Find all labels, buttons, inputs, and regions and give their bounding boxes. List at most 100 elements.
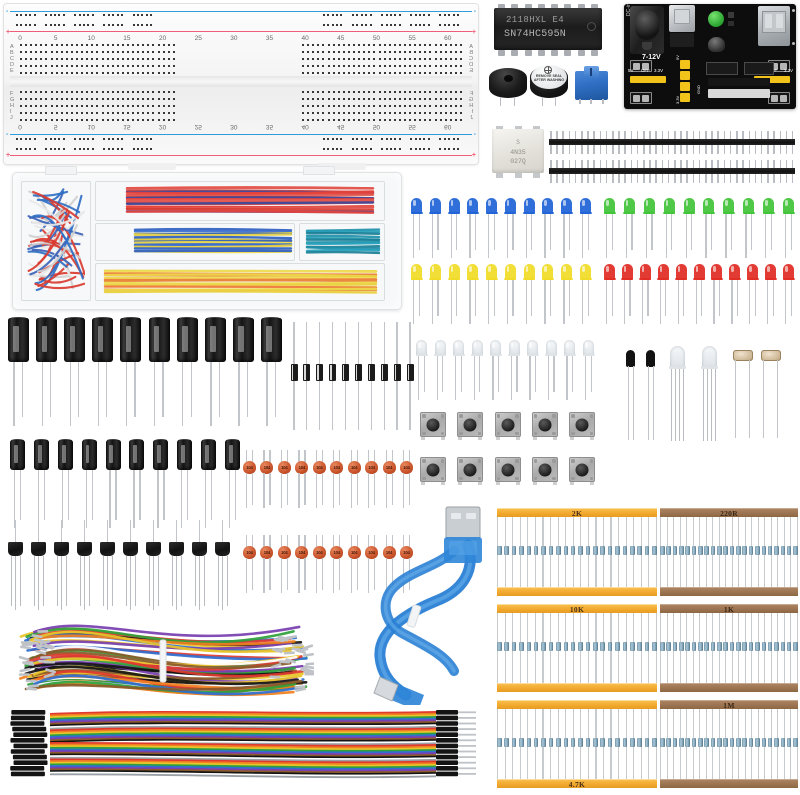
header-pin (600, 174, 602, 183)
electrolytic-capacitor (82, 440, 97, 470)
dupont-male-housing[interactable] (436, 749, 458, 754)
breadboard-column-number: 50 (373, 123, 380, 130)
resistor-body (768, 642, 773, 651)
switch-cap[interactable] (501, 463, 514, 476)
led-anode-lead (566, 356, 567, 400)
center-jumper-4[interactable] (680, 93, 690, 102)
tactile-switch[interactable] (569, 457, 595, 482)
led-cathode-lead (691, 214, 692, 250)
resistor-pack-4k7: 4.7K (497, 700, 657, 788)
ceramic-cap-body: 104 (260, 546, 273, 559)
box-clip-left[interactable] (45, 166, 77, 175)
breadboard-column-number: 10 (88, 123, 95, 130)
center-jumper-3[interactable] (680, 82, 690, 91)
tactile-switch[interactable] (532, 412, 558, 437)
header-pin (773, 145, 775, 154)
center-jumper-1[interactable] (680, 60, 690, 69)
dupont-male-housing[interactable] (436, 760, 458, 765)
header-pin (786, 174, 788, 183)
rail-label-33v: 3.3V (675, 96, 680, 104)
dupont-female-housing[interactable] (14, 760, 48, 765)
dupont-female-housing[interactable] (11, 749, 45, 754)
dupont-female-housing[interactable] (10, 738, 44, 743)
header-pad-bottom-left[interactable] (630, 92, 652, 104)
capacitor-body (8, 318, 29, 362)
switch-cap[interactable] (538, 418, 551, 431)
switch-cap[interactable] (576, 418, 589, 431)
breadboard-column-number: 55 (408, 123, 415, 130)
capacitor-lead (162, 362, 163, 417)
transistor-lead (204, 556, 205, 606)
box-clip-right[interactable] (303, 166, 335, 175)
jumper-wire (307, 250, 379, 251)
dupont-female-housing[interactable] (12, 727, 46, 732)
led-anode-lead (646, 214, 647, 258)
breadboard-center-channel (10, 76, 472, 87)
switch-cap[interactable] (427, 463, 440, 476)
led-cathode-lead (419, 280, 420, 316)
electrolytic-capacitor (36, 318, 57, 362)
dupont-female-housing[interactable] (11, 716, 45, 721)
dupont-male-housing[interactable] (436, 716, 458, 721)
dupont-female-housing[interactable] (13, 755, 47, 760)
electrolytic-capacitor (129, 440, 144, 470)
dc-in-label: DC-in (626, 3, 632, 16)
switch-cap[interactable] (427, 418, 440, 431)
tactile-switch[interactable] (457, 457, 483, 482)
breadboard-hole-row (20, 105, 462, 107)
switch-cap[interactable] (464, 463, 477, 476)
header-pin (755, 145, 757, 154)
ceramic-cap-lead (357, 473, 358, 505)
dupont-female-housing[interactable] (10, 766, 44, 771)
switch-cap[interactable] (501, 418, 514, 431)
dupont-female-housing[interactable] (11, 772, 45, 777)
switch-cap[interactable] (538, 463, 551, 476)
dupont-male-housing[interactable] (436, 755, 458, 760)
switch-cap[interactable] (576, 463, 589, 476)
usb-a-port[interactable] (758, 6, 790, 46)
tactile-switch[interactable] (457, 412, 483, 437)
header-pad-bottom-right[interactable] (768, 92, 790, 104)
capacitor-body (149, 318, 170, 362)
dupont-male-housing[interactable] (436, 738, 458, 743)
ceramic-cap-body: 104 (260, 461, 273, 474)
dupont-male-housing[interactable] (436, 710, 458, 715)
tactile-switch[interactable] (495, 412, 521, 437)
ceramic-cap-lead (322, 473, 323, 505)
dupont-female-housing[interactable] (13, 732, 47, 737)
resistor-body (673, 642, 678, 651)
dupont-male-housing[interactable] (436, 772, 458, 777)
tactile-switch[interactable] (569, 412, 595, 437)
tactile-switch[interactable] (495, 457, 521, 482)
dupont-female-housing[interactable] (13, 744, 47, 749)
ceramic-cap-lead (287, 473, 288, 505)
tactile-switch[interactable] (532, 457, 558, 482)
usb-b-connector[interactable] (669, 5, 695, 32)
dupont-male-pin (458, 734, 476, 736)
resistor-body (781, 546, 786, 555)
header-pin (618, 131, 620, 139)
header-pin (786, 131, 788, 139)
header-pin (649, 174, 651, 183)
tactile-switch[interactable] (420, 457, 446, 482)
capacitor-body (92, 318, 113, 362)
dupont-male-housing[interactable] (436, 744, 458, 749)
header-pin (593, 160, 595, 168)
dupont-male-housing[interactable] (436, 766, 458, 771)
ceramic-cap-lead (403, 473, 404, 508)
dupont-male-housing[interactable] (436, 732, 458, 737)
dupont-female-housing[interactable] (11, 710, 45, 715)
jumper-wire (127, 200, 373, 201)
dupont-male-housing[interactable] (436, 727, 458, 732)
tactile-switch[interactable] (420, 412, 446, 437)
center-jumper-2[interactable] (680, 71, 690, 80)
header-pin (773, 131, 775, 139)
breadboard-hole-row (20, 98, 462, 100)
dc-barrel-jack[interactable] (630, 6, 664, 54)
dupont-male-housing[interactable] (436, 721, 458, 726)
led-anode-lead (455, 356, 456, 400)
led-cathode-lead (665, 280, 666, 316)
voltage-selector-jumper-left[interactable] (630, 76, 666, 83)
dupont-female-housing[interactable] (10, 721, 44, 726)
switch-cap[interactable] (464, 418, 477, 431)
